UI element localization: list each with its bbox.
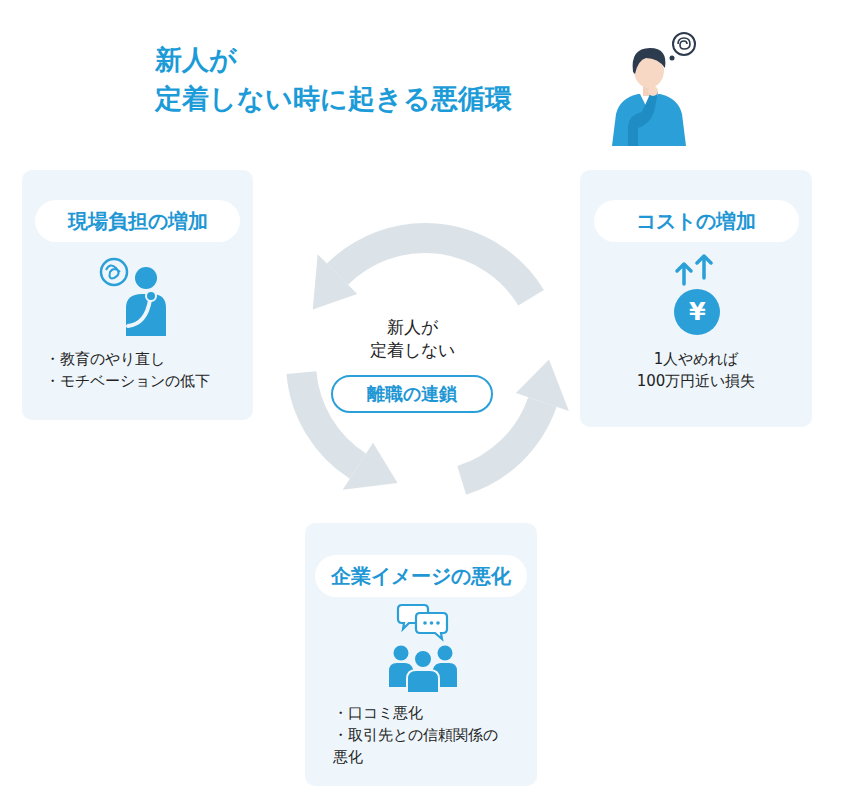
cycle-arc xyxy=(338,238,532,298)
cycle-arc xyxy=(462,402,543,480)
hand xyxy=(146,291,156,301)
coin xyxy=(674,289,720,335)
arrow-head xyxy=(343,443,398,490)
arrow-head xyxy=(516,359,569,411)
panel-heading: コストの増加 xyxy=(594,200,799,242)
arrow-up-right xyxy=(697,256,711,278)
dot xyxy=(430,621,434,625)
info-panel: 現場負担の増加・教育のやり直し・モチベーションの低下 xyxy=(22,170,253,420)
panel-heading: 企業イメージの悪化 xyxy=(315,555,527,597)
center-pill: 離職の連鎖 xyxy=(331,375,493,413)
info-panel: コストの増加 1人やめれば 100万円近い損失 ¥ xyxy=(580,170,812,427)
panel-body-text: ・取引先との信頼関係の 悪化 xyxy=(333,724,523,768)
thought-bubble xyxy=(673,33,695,55)
head xyxy=(135,267,157,289)
yen-symbol: ¥ xyxy=(689,296,706,328)
panel-body-text: ・口コミ悪化 xyxy=(333,702,523,724)
arrow-head xyxy=(313,254,358,309)
panel-heading: 現場負担の増加 xyxy=(35,200,240,242)
hand xyxy=(648,86,658,96)
body xyxy=(126,294,166,336)
scribble xyxy=(106,265,120,278)
arrow-up-left xyxy=(677,264,691,284)
head-right xyxy=(438,646,453,661)
scribble-ring xyxy=(101,259,127,285)
head-left xyxy=(394,646,409,661)
arm xyxy=(628,90,658,146)
body-center xyxy=(407,670,439,693)
speech-bubble-front xyxy=(416,613,447,639)
center-note: 新人が 定着しない xyxy=(352,316,472,362)
panel-body-text: 1人やめれば 100万円近い損失 xyxy=(626,348,766,392)
dot xyxy=(423,621,427,625)
people-icon xyxy=(305,523,537,723)
cycle-arrow xyxy=(313,238,531,309)
thought-dot xyxy=(670,56,675,61)
info-panel: 企業イメージの悪化・口コミ悪化・取引先との信頼関係の 悪化 xyxy=(305,523,537,786)
thought-swirl xyxy=(678,38,690,49)
head-center xyxy=(414,650,432,668)
arm xyxy=(128,300,150,326)
dot xyxy=(436,621,440,625)
pill-text: 離職の連鎖 xyxy=(347,377,477,411)
thinking-person xyxy=(598,28,702,146)
panel-body-text: ・教育のやり直し xyxy=(45,348,245,370)
diagram-title: 新人が 定着しない時に起きる悪循環 xyxy=(155,40,575,118)
hair xyxy=(633,48,666,74)
panel-body-text: ・モチベーションの低下 xyxy=(45,370,245,392)
